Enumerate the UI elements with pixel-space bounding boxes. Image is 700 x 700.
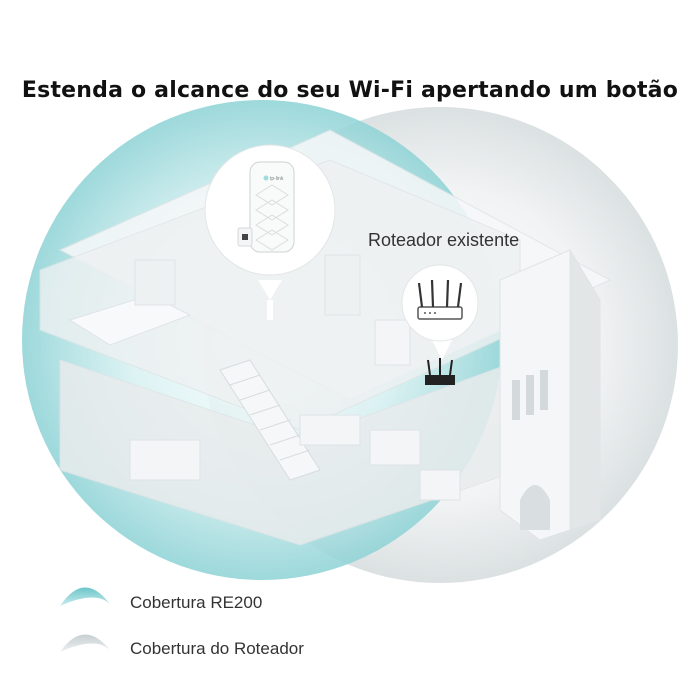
extender-callout: tp-link	[204, 144, 336, 320]
legend-item-extender: Cobertura RE200	[58, 590, 262, 616]
router-on-floor	[425, 358, 455, 385]
router-callout	[401, 264, 479, 360]
legend-label-extender: Cobertura RE200	[130, 593, 263, 612]
house-cutaway	[39, 129, 612, 546]
legend-item-router: Cobertura do Roteador	[58, 636, 304, 662]
page-title: Estenda o alcance do seu Wi-Fi apertando…	[21, 78, 679, 103]
device-brand-logo: tp-link	[270, 176, 284, 182]
legend-swatch-extender	[60, 587, 110, 606]
router-label: Roteador existente	[368, 230, 520, 250]
legend-swatch-router	[60, 634, 110, 652]
legend-label-router: Cobertura do Roteador	[130, 639, 304, 658]
